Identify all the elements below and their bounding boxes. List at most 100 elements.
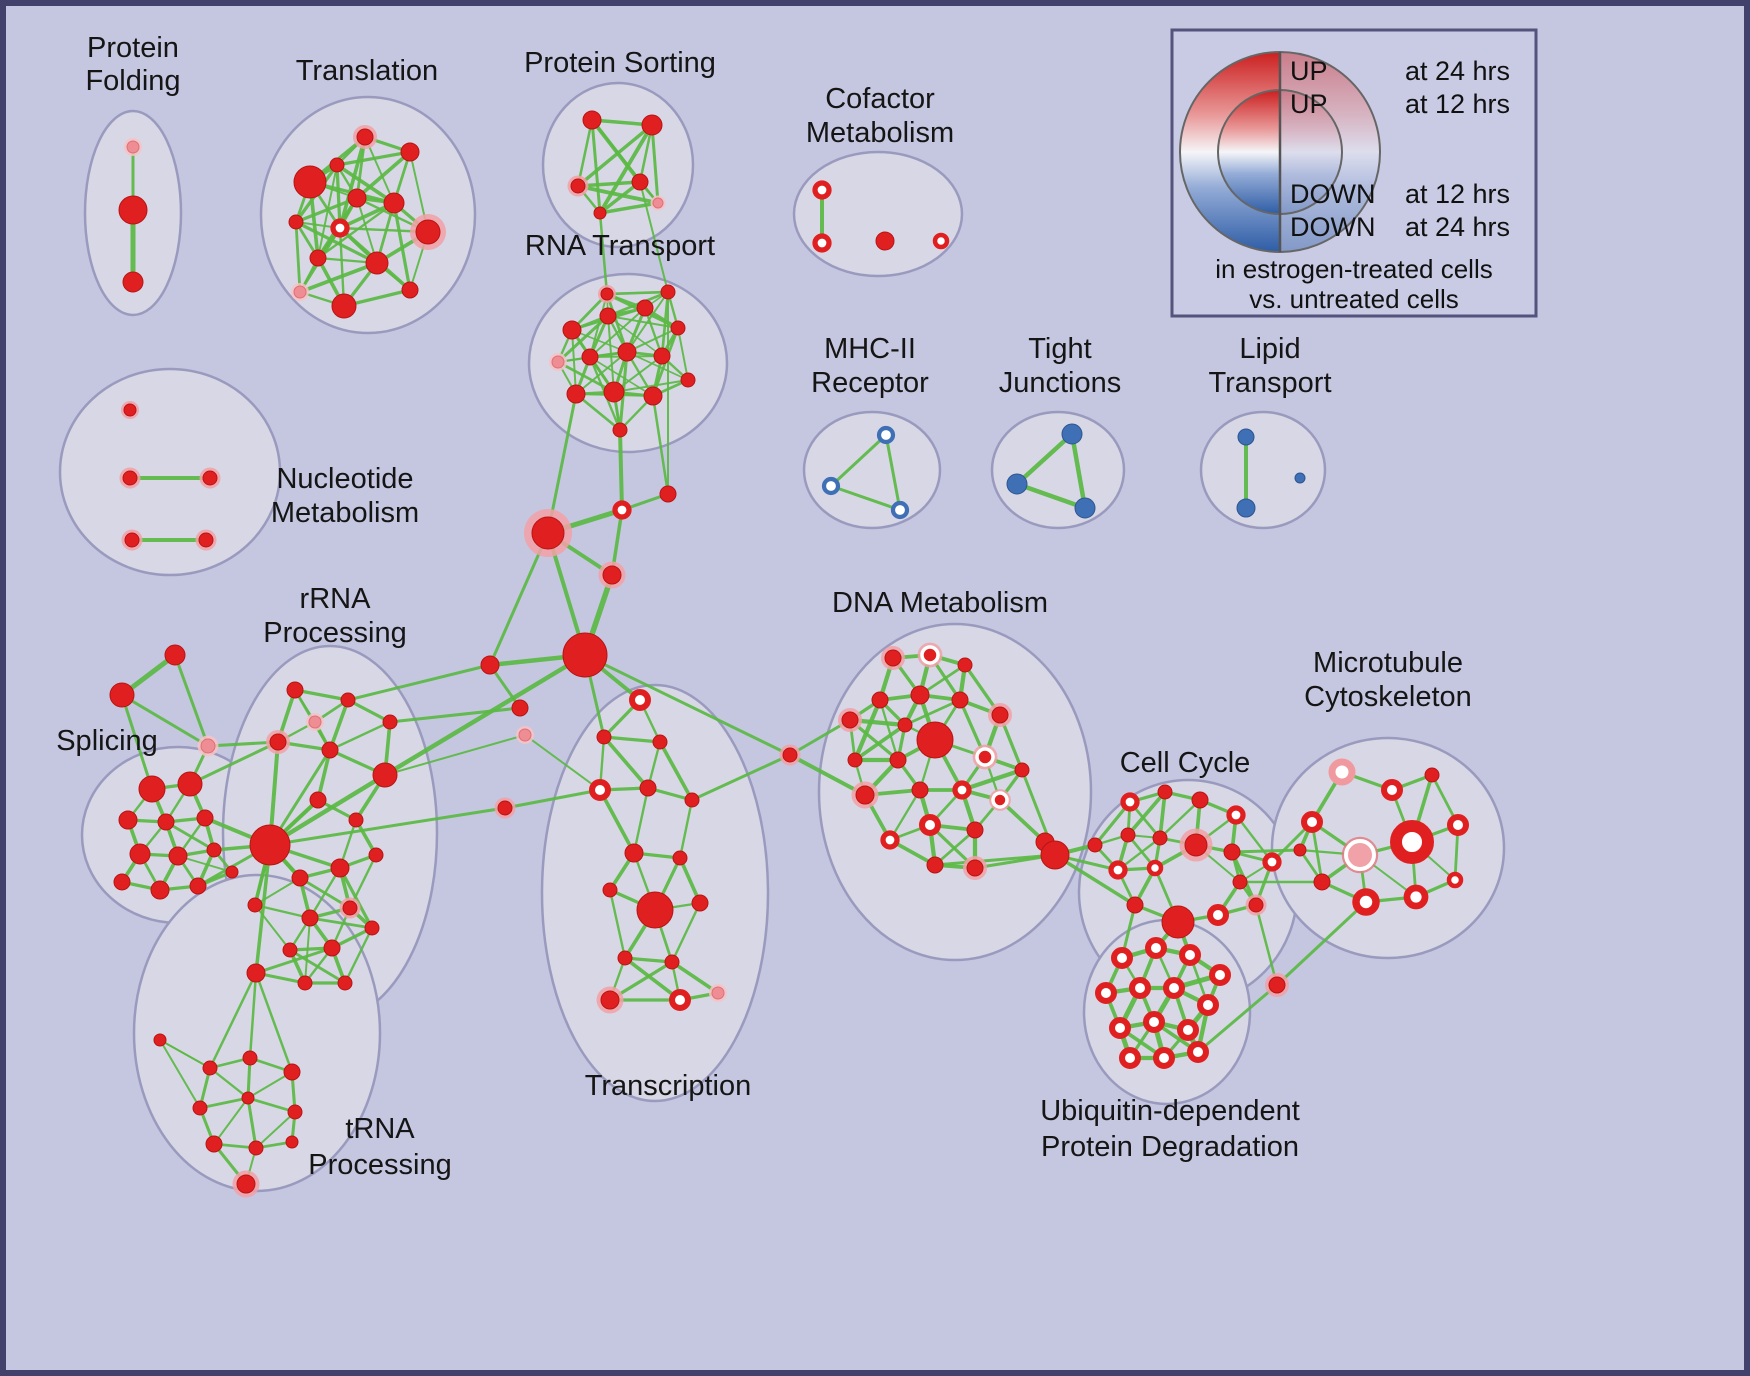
edge [503,788,602,810]
node-tc16 [711,986,725,1000]
edge [650,123,660,205]
node-rr17 [364,920,380,936]
node-sp4 [157,813,175,831]
node-rr9 [348,812,364,828]
edge [308,916,374,930]
cluster-label-tight-junctions: Tight [1028,333,1091,365]
cluster-ellipse-ubiquitin-degradation [1082,918,1252,1106]
edge [388,706,522,724]
node-sp5 [196,809,214,827]
edge [589,307,646,358]
cluster-ellipse-rna-transport [527,272,729,454]
node-tc3 [652,734,668,750]
edge [1014,481,1088,511]
node-tc7 [624,843,644,863]
node-dn16 [991,791,1009,809]
cluster-label-translation: Translation [296,55,438,87]
cluster-label-protein-sorting: Protein Sorting [524,47,716,79]
cluster-ellipse-cofactor-metabolism [792,150,964,278]
cluster-label-transcription: Transcription [585,1070,752,1102]
node-tr1 [246,963,266,983]
node-rr13 [301,909,319,927]
node-tr7 [287,1104,303,1120]
cluster-label-lipid-transport: Lipid [1239,333,1300,365]
node-fr2 [109,682,135,708]
node-nm2 [122,470,138,486]
edge [346,663,492,702]
node-t6 [347,188,367,208]
edge [598,123,654,215]
node-dn23 [847,752,863,768]
node-tc11 [691,894,709,912]
node-bg1 [782,747,798,763]
edge [246,1096,258,1150]
edge [120,693,154,791]
node-nm4 [124,532,140,548]
legend-direction-label: DOWN [1290,179,1375,209]
node-cc2 [1157,784,1173,800]
node-rr4 [269,733,287,751]
node-cc0 [1040,840,1070,870]
edge [338,226,346,308]
node-cc14 [1207,904,1229,926]
edge [571,329,577,395]
node-rr18 [297,975,313,991]
edge [308,866,342,920]
edge [1126,790,1167,837]
edge [576,123,654,188]
node-ub9 [1109,1017,1131,1039]
node-fr3 [200,738,216,754]
edge [583,653,792,757]
node-rt14 [612,422,628,438]
node-t8 [415,219,441,245]
node-ub7 [1163,977,1185,999]
node-dn8 [991,706,1009,724]
edge [384,734,526,776]
node-hb4 [602,565,622,585]
node-mh1 [876,425,896,445]
legend-time-label: at 24 hrs [1405,56,1510,86]
node-rr10 [291,869,309,887]
edge [626,291,669,353]
node-cf2 [812,233,832,253]
node-tr9 [248,1140,264,1156]
edge [623,956,674,964]
edge [1254,903,1279,987]
edge [254,843,272,975]
node-dn2 [884,649,902,667]
node-tc14 [600,990,620,1010]
node-ub12 [1119,1047,1141,1069]
node-dn17 [919,814,941,836]
edge [589,293,608,358]
node-ub8 [1197,994,1219,1016]
cluster-label-mhc-ii-receptor: Receptor [811,367,929,399]
node-mt3 [1424,767,1440,783]
edge [933,853,1057,867]
node-cc3 [1191,791,1209,809]
cluster-label-protein-folding: Folding [85,65,180,97]
edge [246,1096,297,1114]
cluster-label-nucleotide-metabolism: Metabolism [271,497,419,529]
node-rr15 [282,942,298,958]
edge [254,946,334,975]
node-t4 [329,157,345,173]
node-rt10 [643,386,663,406]
edge [605,290,670,296]
edge [188,740,280,786]
node-dn9 [916,721,954,759]
edge [678,798,694,860]
node-dn5 [871,691,889,709]
edge [254,971,294,1074]
node-cc9 [1146,859,1164,877]
edge [173,653,210,748]
node-cc17 [1087,837,1103,853]
cluster-ellipse-protein-sorting [541,81,695,249]
node-tc15 [669,989,691,1011]
legend-direction-label: UP [1290,56,1328,86]
node-t10 [330,218,350,238]
node-mt7 [1447,814,1469,836]
cluster-label-cofactor-metabolism: Metabolism [806,117,954,149]
node-rt8 [566,384,586,404]
